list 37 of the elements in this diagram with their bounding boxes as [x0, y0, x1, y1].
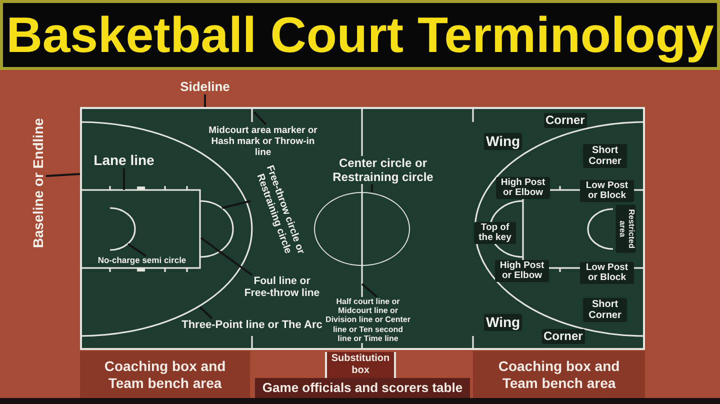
- zone-label: High Post or Elbow: [495, 260, 549, 282]
- bench-area-box: Coaching box and Team bench area: [80, 351, 250, 398]
- leader-line: [204, 94, 206, 107]
- leader-line: [199, 306, 213, 320]
- leader-line: [46, 173, 80, 177]
- term-label: Foul line or Free-throw line: [242, 275, 322, 299]
- term-label: Midcourt area marker or Hash mark or Throw-in line: [204, 124, 322, 158]
- term-label: Half court line or Midcourt line or Division line or Center line or Ten second line or Time line: [325, 297, 411, 344]
- zone-label: High Post or Elbow: [496, 176, 550, 200]
- zone-label: Wing: [484, 314, 522, 331]
- term-label: No-charge semi circle: [92, 256, 192, 266]
- zone-label: Corner: [542, 328, 585, 344]
- term-label: Baseline or Endline: [30, 115, 46, 252]
- term-label: Three-Point line or The Arc: [180, 318, 324, 332]
- zone-label: Corner: [544, 112, 587, 128]
- leader-line: [222, 200, 251, 209]
- substitution-box: Substitution box: [325, 352, 396, 378]
- center-circle: [314, 192, 410, 266]
- leader-line: [127, 243, 147, 257]
- leader-line: [123, 168, 125, 190]
- zone-label: Wing: [484, 132, 522, 150]
- diagram-title: Basketball Court Terminology: [6, 7, 714, 63]
- basketball-court: [80, 107, 645, 350]
- term-label: Sideline: [174, 80, 236, 94]
- bench-area-box: Coaching box and Team bench area: [473, 351, 645, 398]
- zone-label: Top of the key: [474, 222, 516, 244]
- leader-line: [361, 283, 378, 298]
- zone-label: Low Post or Block: [580, 262, 634, 284]
- scorers-table-band: Game officials and scorers table: [255, 378, 470, 398]
- leader-line: [371, 184, 373, 192]
- term-label: Lane line: [88, 152, 160, 168]
- leader-line: [200, 237, 253, 276]
- zone-label: Low Post or Block: [580, 180, 634, 202]
- leader-line: [253, 111, 267, 126]
- zone-label: Short Corner: [583, 298, 627, 322]
- zone-label: Restricted area: [616, 204, 636, 253]
- zone-label: Short Corner: [583, 144, 627, 168]
